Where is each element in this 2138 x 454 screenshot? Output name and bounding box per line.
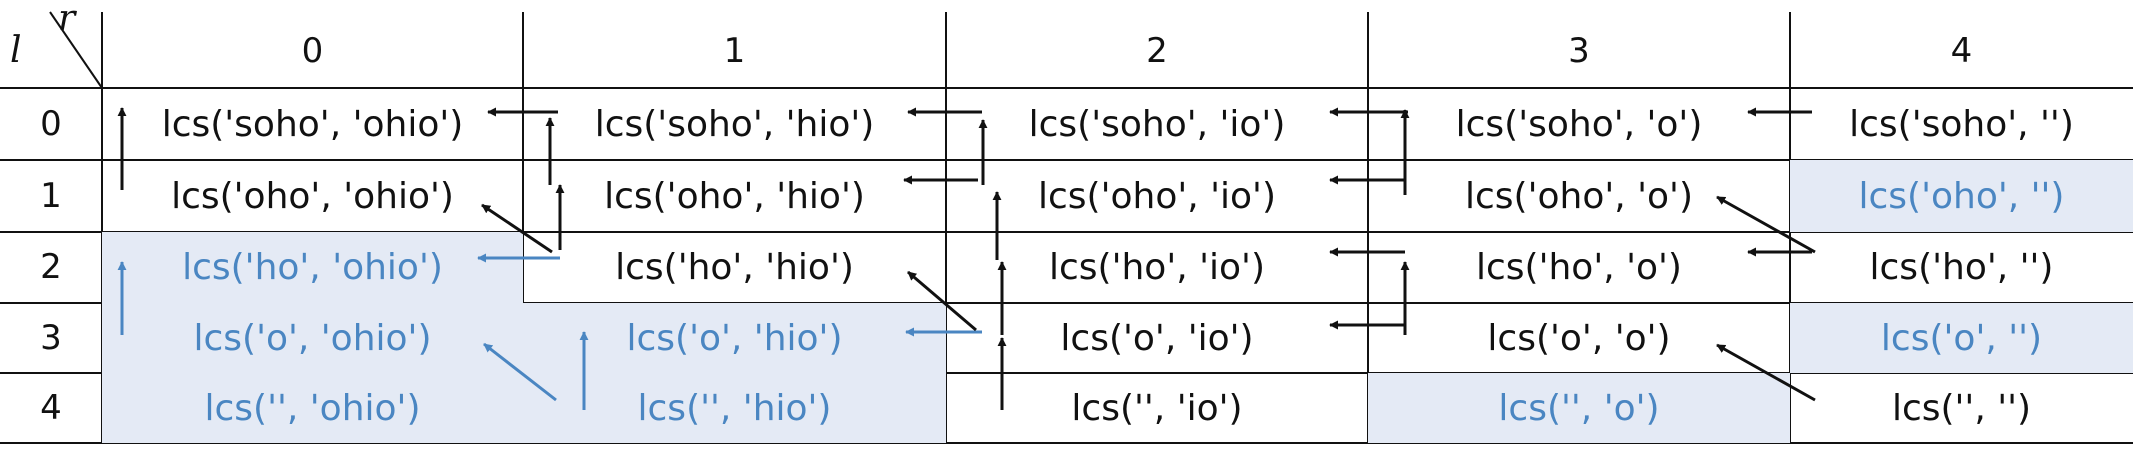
arrow-diag-r2-c4 [1716,195,1816,254]
col-header-1: 1 [723,31,746,71]
col-header-4: 4 [1950,31,1973,71]
cell-1-0: lcs('oho', 'ohio') [171,175,454,217]
cell-3-0: lcs('o', 'ohio') [102,303,523,373]
arrow-diag-r4-c4 [1716,343,1816,402]
cell-0-3: lcs('soho', 'o') [1455,103,1703,145]
col-header-0: 0 [301,31,324,71]
cell-0-4: lcs('soho', '') [1849,103,2074,145]
col-header-3: 3 [1568,31,1590,71]
corner-diagonal [49,11,103,89]
corner-row-symbol: l [10,30,22,71]
cell-2-2: lcs('ho', 'io') [1049,247,1265,288]
arrow-diag-r2-c1 [481,203,553,254]
cell-1-1: lcs('oho', 'hio') [604,175,865,217]
cell-3-3: lcs('o', 'o') [1487,317,1671,359]
cell-1-4: lcs('oho', '') [1790,160,2133,232]
cell-2-4: lcs('ho', '') [1869,247,2054,288]
cell-1-2: lcs('oho', 'io') [1037,175,1276,217]
col-header-2: 2 [1146,31,1168,71]
cell-1-3: lcs('oho', 'o') [1464,175,1693,217]
cell-4-1: lcs('', 'hio') [523,373,946,443]
cell-4-2: lcs('', 'io') [1071,387,1243,429]
cell-2-0: lcs('ho', 'ohio') [102,232,523,303]
cell-2-3: lcs('ho', 'o') [1476,247,1682,288]
cell-0-2: lcs('soho', 'io') [1028,103,1286,145]
cell-3-2: lcs('o', 'io') [1060,317,1254,359]
row-header-2: 2 [40,247,62,287]
arrow-diag-r3-c2 [907,270,977,332]
row-header-1: 1 [40,176,62,216]
row-header-4: 4 [40,388,62,428]
cell-4-0: lcs('', 'ohio') [102,373,523,443]
row-header-3: 3 [40,318,62,358]
cell-2-1: lcs('ho', 'hio') [615,247,854,288]
row-header-0: 0 [40,104,62,144]
corner-col-symbol: r [58,0,76,39]
cell-4-3: lcs('', 'o') [1368,373,1790,443]
cell-0-0: lcs('soho', 'ohio') [161,103,464,145]
cell-4-4: lcs('', '') [1891,387,2032,429]
cell-3-4: lcs('o', '') [1790,303,2133,373]
arrow-diag-blue-r4-c1 [483,342,557,402]
cell-3-1: lcs('o', 'hio') [523,303,946,373]
cell-0-1: lcs('soho', 'hio') [594,103,875,145]
